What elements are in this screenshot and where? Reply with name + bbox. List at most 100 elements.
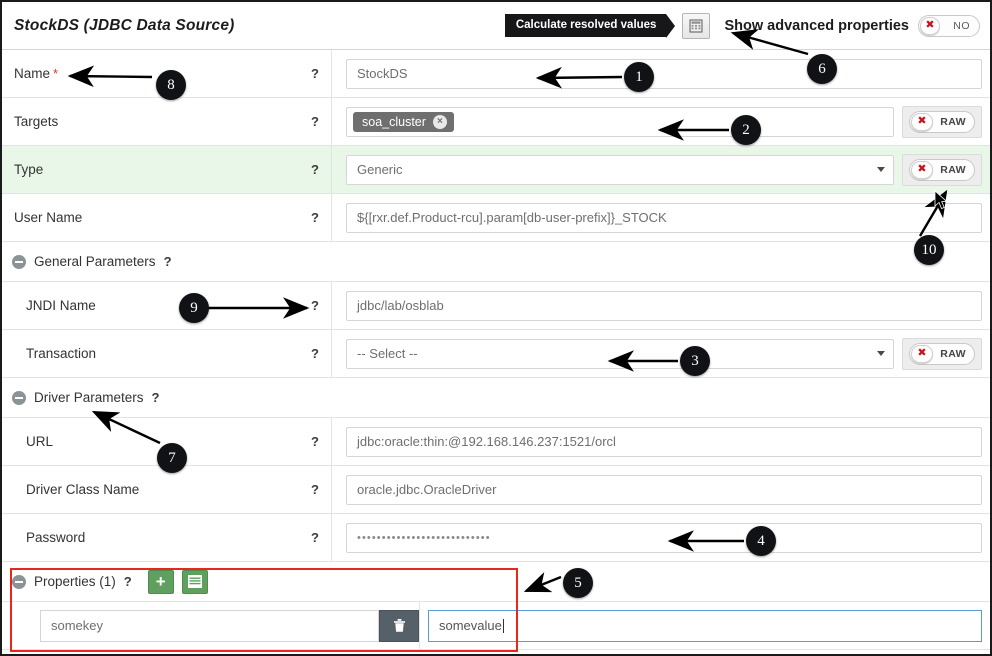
field-label-password: Password (26, 530, 86, 545)
value-cell-targets: soa_cluster × ✖ RAW (332, 98, 990, 145)
list-glyph (187, 575, 202, 588)
label-cell-type: Type ? (2, 146, 332, 193)
section-title-driver-parameters: Driver Parameters (34, 390, 144, 405)
required-indicator: * (53, 66, 59, 81)
callout-badge-7: 7 (157, 443, 187, 473)
value-cell-jndi-name: jdbc/lab/osblab (332, 282, 990, 329)
row-password: Password ? ••••••••••••••••••••••••••• (2, 514, 990, 562)
chevron-down-icon (877, 351, 885, 356)
help-icon-properties[interactable]: ? (123, 574, 132, 589)
help-icon-user-name[interactable]: ? (311, 210, 319, 225)
row-transaction: Transaction ? -- Select -- ✖ RAW (2, 330, 990, 378)
row-driver-class-name: Driver Class Name ? oracle.jdbc.OracleDr… (2, 466, 990, 514)
help-icon-general-parameters[interactable]: ? (163, 254, 172, 269)
callout-badge-5: 5 (563, 568, 593, 598)
show-advanced-properties-toggle[interactable]: ✖ NO (918, 14, 980, 37)
text-cursor (502, 618, 504, 633)
raw-toggle-wrap-targets: ✖ RAW (902, 105, 982, 138)
help-icon-type[interactable]: ? (311, 162, 319, 177)
header-actions: Calculate resolved values Show advanced … (504, 12, 980, 39)
raw-toggle-transaction[interactable]: ✖ RAW (909, 342, 975, 365)
callout-badge-3: 3 (680, 346, 710, 376)
type-select[interactable]: Generic (346, 154, 894, 185)
jndi-name-input[interactable]: jdbc/lab/osblab (346, 290, 982, 321)
trash-icon[interactable] (379, 609, 419, 642)
raw-label: RAW (940, 347, 966, 360)
targets-input[interactable]: soa_cluster × (346, 106, 894, 137)
label-cell-driver-class-name: Driver Class Name ? (2, 466, 332, 513)
raw-label: RAW (940, 115, 966, 128)
field-label-targets: Targets (14, 114, 59, 129)
value-cell-transaction: -- Select -- ✖ RAW (332, 330, 990, 377)
list-icon[interactable] (181, 569, 208, 594)
property-row: somekey somevalue (2, 602, 990, 650)
help-icon-jndi-name[interactable]: ? (311, 298, 319, 313)
row-name: Name * ? StockDS (2, 50, 990, 98)
property-key-input[interactable]: somekey (40, 609, 379, 642)
calculator-icon[interactable] (682, 12, 711, 39)
value-cell-type: Generic ✖ RAW (332, 146, 990, 193)
transaction-select[interactable]: -- Select -- (346, 338, 894, 369)
page-title: StockDS (JDBC Data Source) (14, 16, 235, 34)
show-advanced-properties-label: Show advanced properties (724, 17, 909, 34)
property-value-input[interactable]: somevalue (428, 609, 982, 642)
name-input[interactable]: StockDS (346, 58, 982, 89)
value-cell-name: StockDS (332, 50, 990, 97)
collapse-minus-icon[interactable] (12, 254, 26, 269)
callout-badge-2: 2 (731, 115, 761, 145)
value-cell-url: jdbc:oracle:thin:@192.168.146.237:1521/o… (332, 418, 990, 465)
callout-badge-10: 10 (914, 235, 944, 265)
field-label-url: URL (26, 434, 54, 449)
field-label-user-name: User Name (14, 210, 83, 225)
close-icon[interactable]: × (432, 114, 447, 129)
target-chip[interactable]: soa_cluster × (353, 111, 454, 132)
driver-class-name-input[interactable]: oracle.jdbc.OracleDriver (346, 474, 982, 505)
form-header: StockDS (JDBC Data Source) Calculate res… (2, 2, 990, 50)
chevron-down-icon (877, 167, 885, 172)
raw-knob-x-icon: ✖ (911, 112, 933, 131)
help-icon-transaction[interactable]: ? (311, 346, 319, 361)
help-icon-url[interactable]: ? (311, 434, 319, 449)
add-property-button[interactable]: + (147, 569, 174, 594)
help-icon-driver-class-name[interactable]: ? (311, 482, 319, 497)
raw-toggle-wrap-transaction: ✖ RAW (902, 337, 982, 370)
label-cell-name: Name * ? (2, 50, 332, 97)
trash-glyph (393, 619, 405, 632)
user-name-input[interactable]: ${[rxr.def.Product-rcu].param[db-user-pr… (346, 202, 982, 233)
row-url: URL ? jdbc:oracle:thin:@192.168.146.237:… (2, 418, 990, 466)
collapse-minus-icon[interactable] (12, 390, 26, 405)
field-label-name: Name (14, 66, 51, 81)
help-icon-password[interactable]: ? (311, 530, 319, 545)
section-driver-parameters: Driver Parameters ? (2, 378, 990, 418)
raw-toggle-targets[interactable]: ✖ RAW (909, 110, 975, 133)
callout-badge-4: 4 (746, 526, 776, 556)
callout-badge-1: 1 (624, 62, 654, 92)
toggle-knob-x-icon: ✖ (920, 16, 940, 35)
callout-badge-8: 8 (156, 70, 186, 100)
row-jndi-name: JNDI Name ? jdbc/lab/osblab (2, 282, 990, 330)
property-value-cell: somevalue (420, 602, 990, 649)
row-user-name: User Name ? ${[rxr.def.Product-rcu].para… (2, 194, 990, 242)
section-title-general-parameters: General Parameters (34, 254, 156, 269)
value-cell-password: ••••••••••••••••••••••••••• (332, 514, 990, 561)
value-cell-user-name: ${[rxr.def.Product-rcu].param[db-user-pr… (332, 194, 990, 241)
calculate-resolved-values-tooltip: Calculate resolved values (504, 13, 676, 39)
label-cell-url: URL ? (2, 418, 332, 465)
help-icon-driver-parameters[interactable]: ? (151, 390, 160, 405)
callout-badge-6: 6 (807, 54, 837, 84)
section-properties: Properties (1) ? + (2, 562, 990, 602)
field-label-type: Type (14, 162, 44, 177)
section-general-parameters: General Parameters ? (2, 242, 990, 282)
raw-toggle-type[interactable]: ✖ RAW (909, 158, 975, 181)
collapse-minus-icon[interactable] (12, 574, 26, 589)
password-input[interactable]: ••••••••••••••••••••••••••• (346, 522, 982, 553)
property-key-cell: somekey (2, 602, 420, 649)
raw-knob-x-icon: ✖ (911, 344, 933, 363)
row-targets: Targets ? soa_cluster × ✖ RAW (2, 98, 990, 146)
help-icon-name[interactable]: ? (311, 66, 319, 81)
url-input[interactable]: jdbc:oracle:thin:@192.168.146.237:1521/o… (346, 426, 982, 457)
callout-badge-9: 9 (179, 293, 209, 323)
target-chip-label: soa_cluster (362, 114, 426, 129)
help-icon-targets[interactable]: ? (311, 114, 319, 129)
